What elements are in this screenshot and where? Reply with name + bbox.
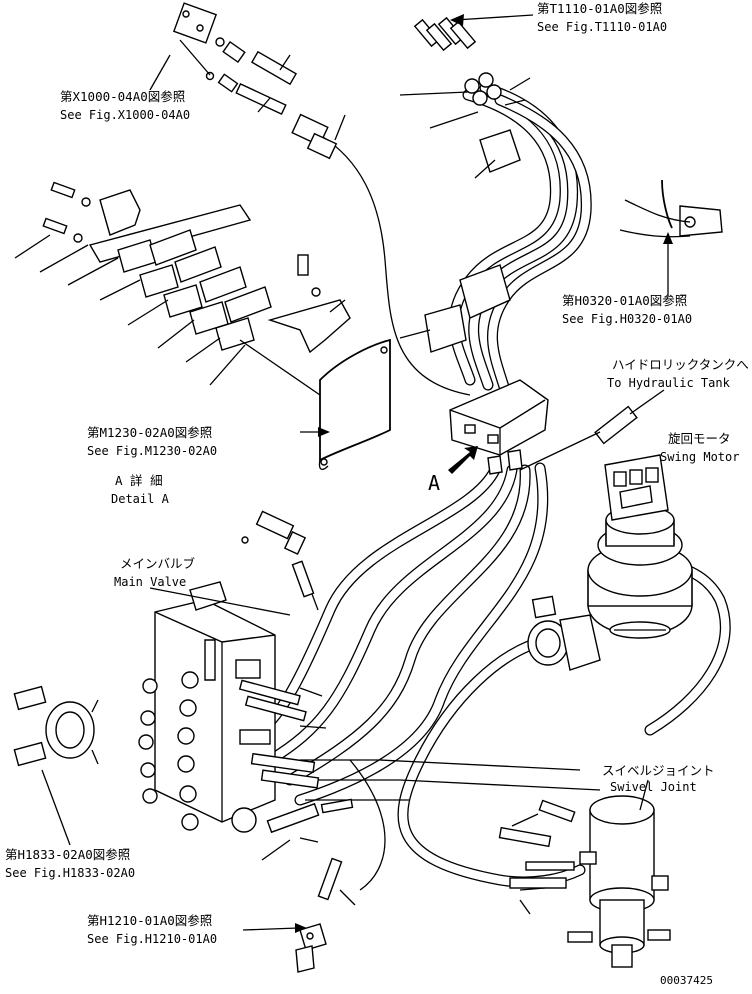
callout-t1110: 第T1110-01A0図参照 See Fig.T1110-01A0: [537, 1, 667, 34]
callout-h1833-en: See Fig.H1833-02A0: [5, 866, 135, 880]
callout-h0320: 第H0320-01A0図参照 See Fig.H0320-01A0: [562, 293, 692, 326]
caption-detail-a-jp: A 詳 細: [115, 473, 163, 488]
callout-tank: ハイドロリックタンクへ To Hydraulic Tank: [607, 357, 749, 390]
view-arrow-a: [448, 446, 478, 474]
callout-h1833: 第H1833-02A0図参照 See Fig.H1833-02A0: [5, 847, 135, 880]
hose-elbow-fitting: [527, 595, 601, 671]
elbow-fitting: [241, 510, 319, 611]
callout-main-valve: メインバルブ Main Valve: [114, 556, 196, 589]
manifold-block: [449, 379, 549, 475]
hose-clamps-upper: [399, 264, 511, 353]
callout-h1210-en: See Fig.H1210-01A0: [87, 932, 217, 946]
tank-pipe: [519, 389, 665, 471]
clamp-h1210: [295, 923, 327, 973]
callout-swing-motor-en: Swing Motor: [660, 450, 739, 464]
clamp-assembly: [14, 181, 351, 396]
callout-swivel-joint-jp: スイベルジョイント: [602, 763, 715, 778]
callout-h1210: 第H1210-01A0図参照 See Fig.H1210-01A0: [87, 913, 217, 946]
callout-tank-jp: ハイドロリックタンクへ: [612, 357, 749, 372]
callout-main-valve-en: Main Valve: [114, 575, 186, 589]
drawing-number: 00037425: [660, 974, 713, 987]
callout-m1230-jp: 第M1230-02A0図参照: [87, 425, 212, 440]
callout-x1000-jp: 第X1000-04A0図参照: [60, 89, 185, 104]
drain-line-2: [300, 779, 601, 791]
callout-swing-motor-jp: 旋回モータ: [668, 431, 731, 446]
hose-bundle-upper: [448, 82, 592, 396]
swing-motor: [587, 454, 693, 639]
callout-swivel-joint-en: Swivel Joint: [610, 780, 697, 794]
drain-line: [300, 759, 581, 771]
clamp-h0320: [619, 179, 723, 238]
callout-x1000: 第X1000-04A0図参照 See Fig.X1000-04A0: [60, 89, 190, 122]
callout-tank-en: To Hydraulic Tank: [607, 376, 731, 390]
callout-h0320-jp: 第H0320-01A0図参照: [562, 293, 687, 308]
callout-swivel-joint: スイベルジョイント Swivel Joint: [602, 763, 715, 794]
view-a-label: A: [428, 471, 440, 495]
fittings-t1110: [399, 16, 531, 179]
callout-main-valve-jp: メインバルブ: [120, 556, 196, 571]
callout-m1230-en: See Fig.M1230-02A0: [87, 444, 217, 458]
fittings-x1000: [172, 2, 346, 160]
valve-fittings: [238, 679, 356, 906]
callout-h0320-en: See Fig.H0320-01A0: [562, 312, 692, 326]
callout-t1110-en: See Fig.T1110-01A0: [537, 20, 667, 34]
return-line: [349, 759, 386, 891]
frame-m1230: [318, 338, 391, 471]
pilot-line: [319, 134, 471, 396]
caption-detail-a: A 詳 細 Detail A: [111, 473, 170, 506]
main-valve: [138, 581, 276, 833]
callout-x1000-en: See Fig.X1000-04A0: [60, 108, 190, 122]
callout-m1230: 第M1230-02A0図参照 See Fig.M1230-02A0: [87, 425, 217, 458]
callout-h1210-jp: 第H1210-01A0図参照: [87, 913, 212, 928]
caption-detail-a-en: Detail A: [111, 492, 170, 506]
connector-h1833: [13, 685, 99, 767]
swivel-joint: [498, 795, 671, 968]
callout-h1833-jp: 第H1833-02A0図参照: [5, 847, 130, 862]
callout-swing-motor: 旋回モータ Swing Motor: [660, 431, 739, 464]
leader-lines: [41, 14, 673, 933]
callout-t1110-jp: 第T1110-01A0図参照: [537, 1, 662, 16]
